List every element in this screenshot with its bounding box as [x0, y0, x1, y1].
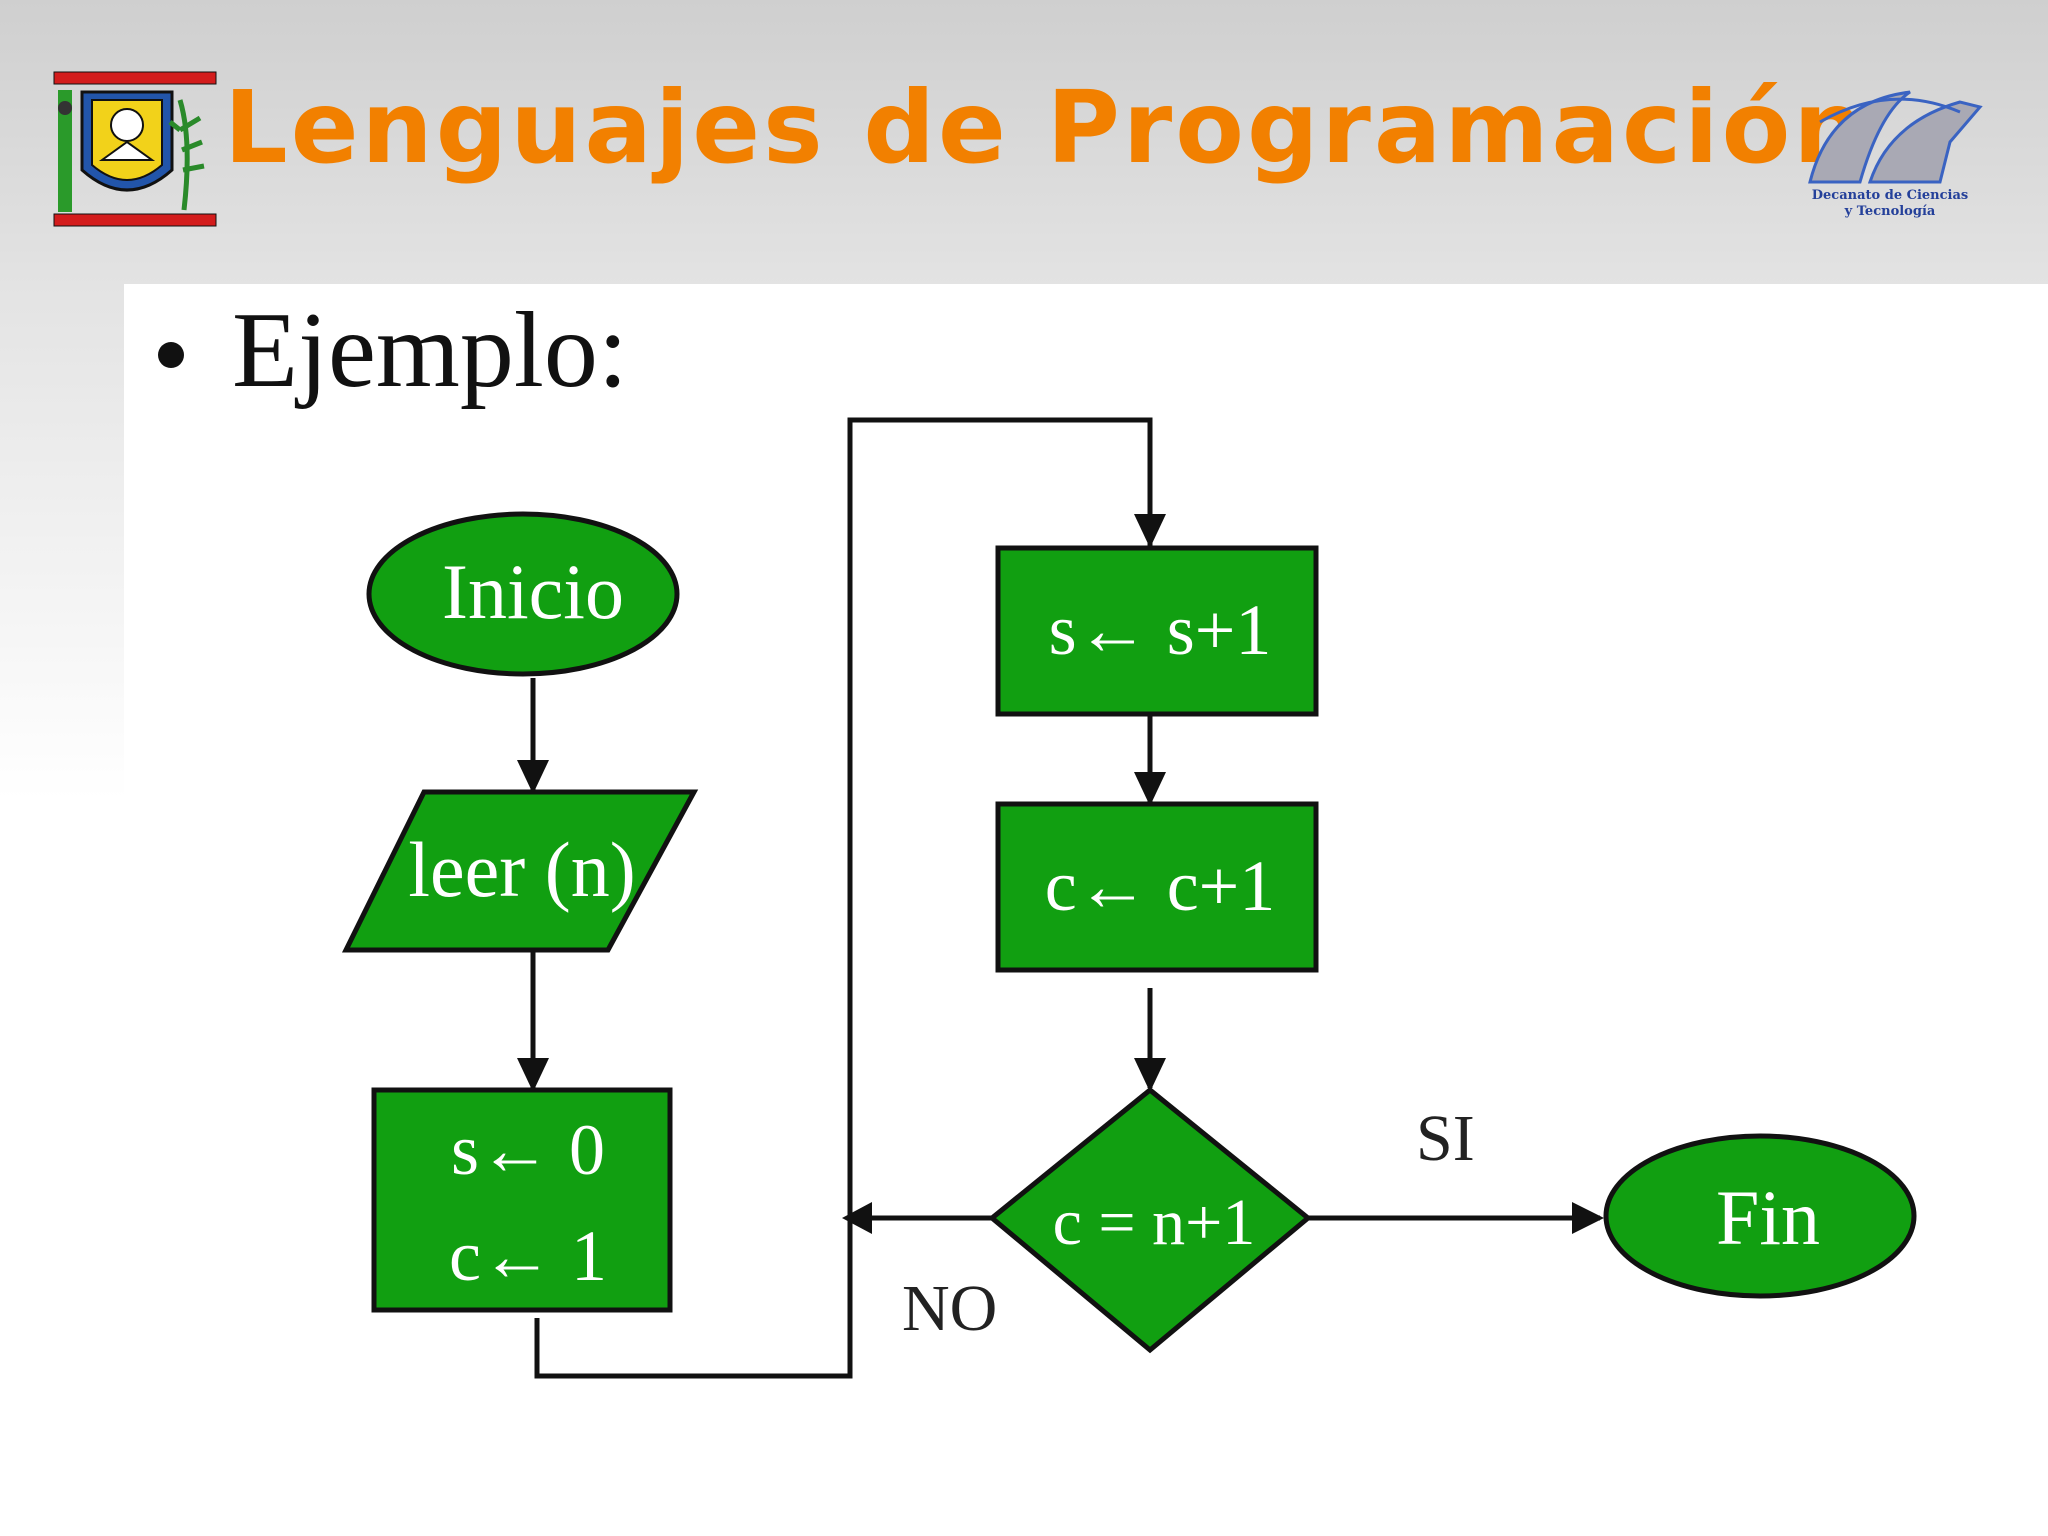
node-inc-s: s← s+1 — [995, 545, 1319, 717]
faculty-logo-caption: Decanato de Ciencias y Tecnología — [1790, 188, 1990, 220]
node-fin: Fin — [1603, 1133, 1917, 1299]
slide-title: Lenguajes de Programación — [224, 69, 1868, 186]
faculty-logo-caption-line-1: Decanato de Ciencias — [1811, 188, 1969, 203]
node-inc-c-label: c← c+1 — [1045, 846, 1276, 926]
faculty-logo — [1808, 90, 1983, 184]
node-inc-s-label: s← s+1 — [1049, 590, 1272, 670]
node-leer: leer (n) — [341, 789, 699, 953]
arrowhead-into-inc-c — [1134, 772, 1166, 806]
flowchart-arrowheads — [517, 514, 1604, 1234]
node-init-c-label: c← 1 — [449, 1216, 607, 1296]
arrowhead-into-inc-s — [1134, 514, 1166, 548]
node-leer-label: leer (n) — [408, 826, 635, 913]
university-crest-logo — [53, 71, 217, 227]
node-inc-c: c← c+1 — [995, 801, 1319, 973]
node-inicio-label: Inicio — [442, 548, 624, 635]
node-init: s← 0 c← 1 — [371, 1087, 673, 1313]
faculty-logo-caption-line-2: y Tecnología — [1844, 204, 1936, 219]
arrowhead-into-leer — [517, 760, 549, 794]
edge-label-yes: SI — [1416, 1102, 1475, 1175]
node-cond-label: c = n+1 — [1053, 1186, 1256, 1259]
node-inicio: Inicio — [366, 511, 680, 677]
arrowhead-no-branch — [842, 1202, 872, 1234]
node-fin-label: Fin — [1716, 1174, 1820, 1261]
edge-init-to-loop — [534, 417, 1153, 1379]
arrowhead-into-init — [517, 1058, 549, 1092]
edge-label-no: NO — [902, 1272, 997, 1345]
example-heading: Ejemplo: — [232, 291, 628, 410]
slide-header: Lenguajes de Programación Decanato de Ci… — [0, 0, 2048, 283]
node-init-s-label: s← 0 — [451, 1110, 605, 1190]
node-cond: c = n+1 — [988, 1086, 1312, 1354]
flowchart-edges — [530, 417, 1600, 1379]
arrowhead-into-cond — [1134, 1058, 1166, 1092]
bullet-point — [158, 342, 184, 368]
arrowhead-into-fin — [1572, 1202, 1604, 1234]
